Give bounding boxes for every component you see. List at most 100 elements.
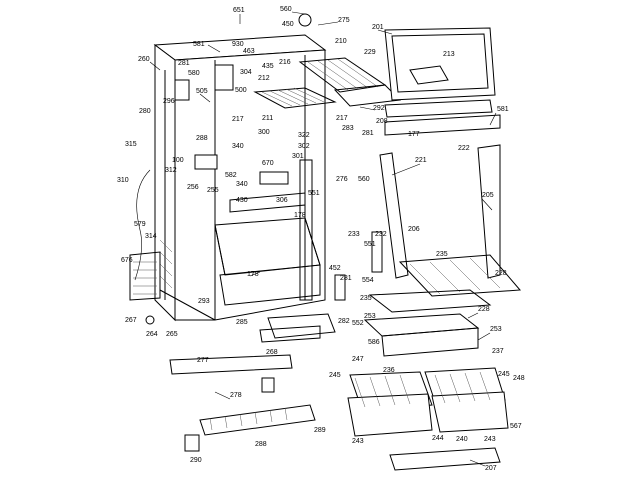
part-label: 211 <box>262 115 273 122</box>
part-label: 178 <box>247 271 259 278</box>
drain-tube <box>134 169 151 281</box>
part-label: 216 <box>279 59 291 66</box>
part-label: 268 <box>266 349 278 356</box>
part-label: 670 <box>262 160 274 167</box>
part-label: 288 <box>255 441 267 448</box>
part-label: 221 <box>415 157 427 164</box>
part-label: 248 <box>513 375 525 382</box>
part-label: 452 <box>329 265 341 272</box>
part-label: 567 <box>510 423 522 430</box>
fresh-food-door <box>379 114 522 297</box>
part-label: 244 <box>432 435 444 442</box>
part-label: 651 <box>233 7 245 14</box>
part-label: 281 <box>178 60 190 67</box>
part-label: 265 <box>166 331 178 338</box>
part-label: 551 <box>364 241 376 248</box>
part-label: 552 <box>352 320 364 327</box>
part-label: 285 <box>236 319 248 326</box>
part-label: 289 <box>314 427 326 434</box>
part-label: 260 <box>138 56 150 63</box>
side-panel <box>129 251 161 301</box>
part-label: 579 <box>134 221 146 228</box>
part-label: 267 <box>125 317 137 324</box>
part-label: 100 <box>172 157 184 164</box>
part-label: 302 <box>298 143 310 150</box>
part-label: 280 <box>139 108 151 115</box>
part-label: 243 <box>484 436 496 443</box>
part-label: 217 <box>232 116 244 123</box>
part-label: 247 <box>352 356 364 363</box>
part-label: 276 <box>336 176 348 183</box>
kick-plate <box>169 354 316 436</box>
part-label: 340 <box>232 143 244 150</box>
part-label: 560 <box>280 6 292 13</box>
leader-lines <box>149 11 497 467</box>
door-bins <box>363 289 492 357</box>
part-label: 560 <box>358 176 370 183</box>
part-label: 300 <box>258 129 270 136</box>
part-label: 315 <box>125 141 137 148</box>
part-label: 310 <box>117 177 129 184</box>
crisper-drawers <box>347 367 509 437</box>
part-label: 278 <box>230 392 242 399</box>
part-label: 217 <box>336 115 348 122</box>
part-label: 212 <box>258 75 270 82</box>
part-label: 551 <box>308 190 320 197</box>
part-label: 463 <box>243 48 255 55</box>
part-label: 580 <box>188 70 200 77</box>
part-label: 281 <box>340 275 352 282</box>
part-label: 581 <box>497 106 509 113</box>
part-label: 281 <box>362 130 374 137</box>
meat-pan <box>259 313 336 343</box>
freezer-shelf <box>253 87 337 109</box>
part-label: 237 <box>492 348 504 355</box>
part-label: 582 <box>225 172 237 179</box>
part-label: 277 <box>197 357 209 364</box>
part-label: 222 <box>458 145 470 152</box>
part-label: 554 <box>362 277 374 284</box>
part-label: 435 <box>262 63 274 70</box>
part-label: 255 <box>207 187 219 194</box>
part-label: 228 <box>478 306 490 313</box>
part-label: 500 <box>235 87 247 94</box>
part-label: 208 <box>376 118 388 125</box>
part-label: 177 <box>408 131 420 138</box>
part-label: 245 <box>329 372 341 379</box>
part-label: 235 <box>360 295 372 302</box>
part-label: 581 <box>193 41 205 48</box>
part-label: 228 <box>495 270 507 277</box>
part-label: 253 <box>364 313 376 320</box>
part-label: 213 <box>443 51 455 58</box>
part-label: 253 <box>490 326 502 333</box>
part-label: 676 <box>121 257 133 264</box>
part-label: 430 <box>236 197 248 204</box>
part-label: 290 <box>190 457 202 464</box>
part-label: 312 <box>165 167 177 174</box>
part-label: 178 <box>294 212 306 219</box>
part-label: 930 <box>232 41 244 48</box>
part-label: 245 <box>498 371 510 378</box>
part-label: 235 <box>436 251 448 258</box>
part-label: 243 <box>352 438 364 445</box>
cabinet <box>153 34 327 322</box>
part-label: 201 <box>372 24 384 31</box>
part-label: 236 <box>383 367 395 374</box>
part-label: 450 <box>282 21 294 28</box>
part-number-labels: 651 560 275 450 581 930 463 201 210 229 … <box>117 6 525 472</box>
freezer-door <box>384 27 496 118</box>
part-label: 296 <box>163 98 175 105</box>
part-label: 283 <box>342 125 354 132</box>
part-label: 293 <box>198 298 210 305</box>
part-label: 322 <box>298 132 310 139</box>
part-label: 256 <box>187 184 199 191</box>
part-label: 240 <box>456 436 468 443</box>
part-label: 205 <box>482 192 494 199</box>
part-label: 282 <box>338 318 350 325</box>
part-label: 314 <box>145 233 157 240</box>
part-label: 229 <box>364 49 376 56</box>
part-label: 505 <box>196 88 208 95</box>
part-label: 292 <box>373 105 385 112</box>
part-label: 288 <box>196 135 208 142</box>
part-label: 264 <box>146 331 158 338</box>
